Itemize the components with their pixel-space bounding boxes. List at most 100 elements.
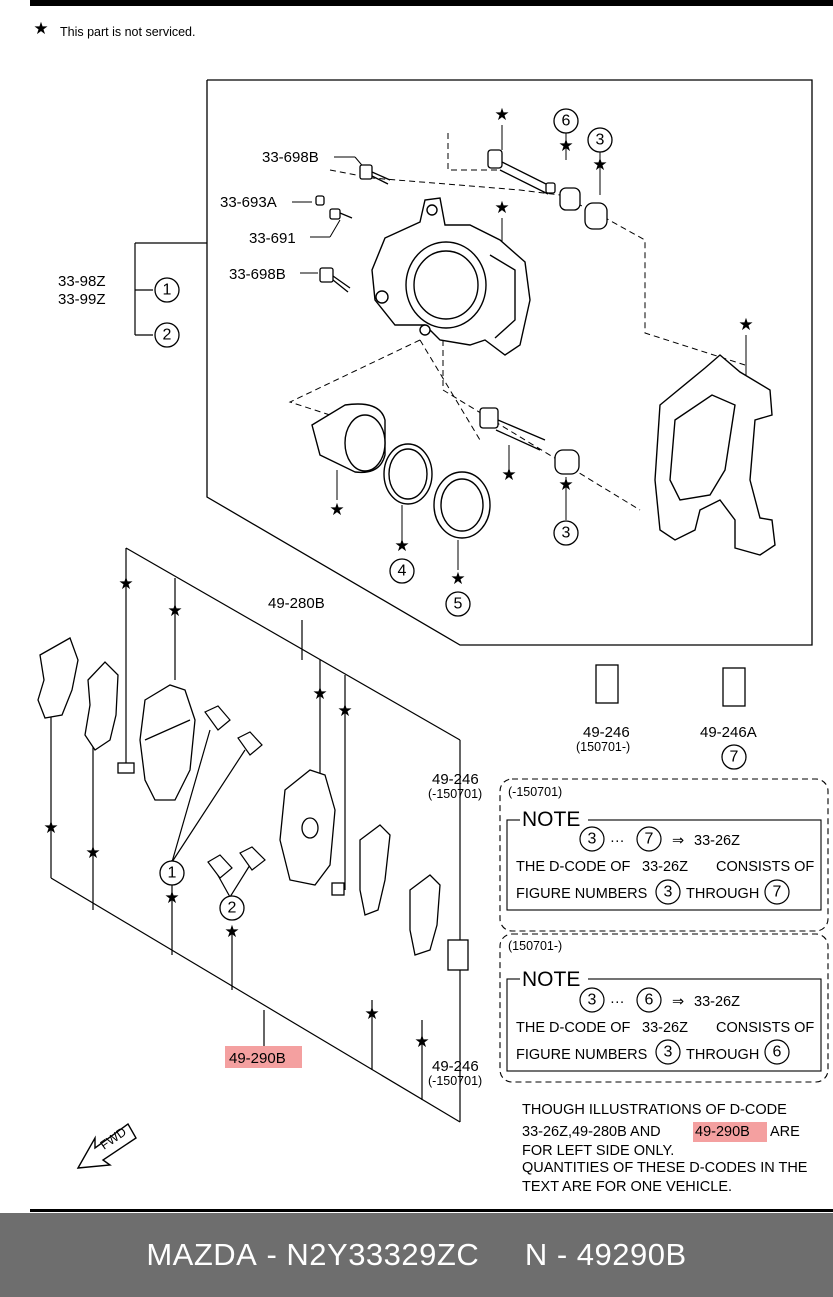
svg-text:7: 7 bbox=[645, 831, 654, 848]
svg-text:ARE: ARE bbox=[770, 1124, 800, 1140]
star-icon: ★ bbox=[118, 574, 133, 594]
callout-6: 6 bbox=[562, 113, 571, 130]
callout-3: 3 bbox=[562, 525, 571, 542]
svg-text:33-26Z: 33-26Z bbox=[694, 994, 740, 1010]
svg-text:3: 3 bbox=[588, 831, 597, 848]
svg-text:(-150701): (-150701) bbox=[508, 785, 562, 799]
svg-text:3: 3 bbox=[588, 992, 597, 1009]
callout-2: 2 bbox=[228, 900, 237, 917]
callout-1: 1 bbox=[168, 865, 177, 882]
not-serviced-stars: ★ ★ ★ ★ ★ ★ ★ ★ ★ ★ ★ ★ ★ ★ ★ ★ ★ ★ ★ ★ bbox=[43, 105, 753, 1052]
callout-2: 2 bbox=[163, 327, 172, 344]
svg-text:NOTE: NOTE bbox=[522, 968, 580, 991]
svg-text:THE D-CODE OF: THE D-CODE OF bbox=[516, 1020, 631, 1036]
top-border bbox=[30, 0, 833, 6]
callout-5: 5 bbox=[454, 596, 463, 613]
star-icon: ★ bbox=[337, 701, 352, 721]
brake-pads bbox=[37, 637, 469, 971]
label-49-246: 49-246 bbox=[432, 771, 479, 788]
svg-text:THROUGH: THROUGH bbox=[686, 886, 759, 902]
label-33-99Z: 33-99Z bbox=[58, 291, 106, 308]
svg-text:33-26Z: 33-26Z bbox=[642, 859, 688, 875]
svg-text:3: 3 bbox=[664, 884, 673, 901]
label-49-246-date: (150701-) bbox=[576, 740, 630, 754]
svg-text:THOUGH ILLUSTRATIONS OF D-CODE: THOUGH ILLUSTRATIONS OF D-CODE bbox=[522, 1102, 787, 1118]
svg-text:FIGURE NUMBERS: FIGURE NUMBERS bbox=[516, 1047, 647, 1063]
pad-clips bbox=[204, 705, 266, 879]
label-49-246A: 49-246A bbox=[700, 724, 757, 741]
label-49-246-date: (-150701) bbox=[428, 1074, 482, 1088]
callout-4: 4 bbox=[398, 563, 407, 580]
svg-text:FIGURE NUMBERS: FIGURE NUMBERS bbox=[516, 886, 647, 902]
legend-star-icon: ★ bbox=[33, 19, 48, 39]
piston-seals bbox=[311, 403, 491, 539]
label-33-698B: 33-698B bbox=[229, 266, 286, 283]
footnote: THOUGH ILLUSTRATIONS OF D-CODE 33-26Z,49… bbox=[522, 1102, 808, 1195]
star-icon: ★ bbox=[364, 1004, 379, 1024]
label-49-290B: 49-290B bbox=[225, 1046, 302, 1068]
star-icon: ★ bbox=[501, 465, 516, 485]
svg-text:CONSISTS OF: CONSISTS OF bbox=[716, 1020, 814, 1036]
svg-text:CONSISTS OF: CONSISTS OF bbox=[716, 859, 814, 875]
svg-text:33-26Z,49-280B AND: 33-26Z,49-280B AND bbox=[522, 1124, 661, 1140]
caliper-leaders bbox=[292, 125, 747, 570]
svg-text:6: 6 bbox=[773, 1044, 782, 1061]
label-33-698B: 33-698B bbox=[262, 149, 319, 166]
pad-kit-frame bbox=[50, 547, 461, 1123]
star-icon: ★ bbox=[738, 315, 753, 335]
footer-sep: - bbox=[257, 1237, 287, 1272]
assembly-bracket bbox=[134, 242, 207, 336]
note-box-2: (150701-) NOTE 3 ··· 6 ⇒ 33-26Z THE D-CO… bbox=[499, 933, 829, 1083]
star-icon: ★ bbox=[167, 601, 182, 621]
svg-text:(150701-): (150701-) bbox=[508, 939, 562, 953]
svg-text:6: 6 bbox=[645, 992, 654, 1009]
svg-text:7: 7 bbox=[773, 884, 782, 901]
svg-text:49-290B: 49-290B bbox=[695, 1124, 750, 1140]
svg-text:NOTE: NOTE bbox=[522, 808, 580, 831]
star-icon: ★ bbox=[43, 818, 58, 838]
svg-text:···: ··· bbox=[610, 833, 625, 849]
svg-text:THE D-CODE OF: THE D-CODE OF bbox=[516, 859, 631, 875]
star-icon: ★ bbox=[558, 136, 573, 156]
label-49-246-date: (-150701) bbox=[428, 787, 482, 801]
footer-sep: - bbox=[547, 1237, 577, 1272]
star-icon: ★ bbox=[312, 684, 327, 704]
legend-text: This part is not serviced. bbox=[60, 25, 195, 39]
part-labels: 33-698B 33-693A 33-691 33-698B 33-98Z 33… bbox=[58, 149, 757, 1088]
star-icon: ★ bbox=[450, 569, 465, 589]
footer-gap bbox=[479, 1237, 525, 1273]
star-icon: ★ bbox=[85, 843, 100, 863]
label-49-246: 49-246 bbox=[583, 724, 630, 741]
svg-text:QUANTITIES OF THESE D-CODES IN: QUANTITIES OF THESE D-CODES IN THE bbox=[522, 1160, 808, 1176]
svg-text:49-290B: 49-290B bbox=[229, 1050, 286, 1067]
svg-text:⇒: ⇒ bbox=[672, 833, 684, 849]
svg-text:THROUGH: THROUGH bbox=[686, 1047, 759, 1063]
fwd-arrow-icon: FWD bbox=[76, 1122, 137, 1169]
svg-text:FOR LEFT SIDE ONLY.: FOR LEFT SIDE ONLY. bbox=[522, 1143, 674, 1159]
bottom-border bbox=[30, 1209, 833, 1212]
note-box-1: (-150701) NOTE 3 ··· 7 ⇒ 33-26Z THE D-CO… bbox=[499, 778, 829, 932]
callout-circles bbox=[154, 108, 747, 921]
caliper-body bbox=[371, 197, 531, 356]
svg-text:···: ··· bbox=[610, 994, 625, 1010]
svg-text:3: 3 bbox=[664, 1044, 673, 1061]
star-icon: ★ bbox=[558, 475, 573, 495]
label-33-693A: 33-693A bbox=[220, 194, 277, 211]
footer-ref-code: 49290B bbox=[576, 1237, 687, 1272]
svg-text:33-26Z: 33-26Z bbox=[694, 833, 740, 849]
svg-text:TEXT ARE FOR ONE VEHICLE.: TEXT ARE FOR ONE VEHICLE. bbox=[522, 1179, 732, 1195]
star-icon: ★ bbox=[329, 500, 344, 520]
caliper-bolts bbox=[315, 149, 608, 475]
star-icon: ★ bbox=[394, 536, 409, 556]
shim-icons bbox=[595, 664, 746, 707]
star-icon: ★ bbox=[494, 105, 509, 125]
star-icon: ★ bbox=[494, 198, 509, 218]
mounting-bracket bbox=[654, 354, 776, 556]
label-33-98Z: 33-98Z bbox=[58, 273, 106, 290]
svg-text:33-26Z: 33-26Z bbox=[642, 1020, 688, 1036]
part-number-footer: MAZDA - N2Y33329ZC N - 49290B bbox=[0, 1213, 833, 1297]
label-49-246: 49-246 bbox=[432, 1058, 479, 1075]
star-icon: ★ bbox=[164, 888, 179, 908]
label-49-280B: 49-280B bbox=[268, 595, 325, 612]
callout-1: 1 bbox=[163, 282, 172, 299]
